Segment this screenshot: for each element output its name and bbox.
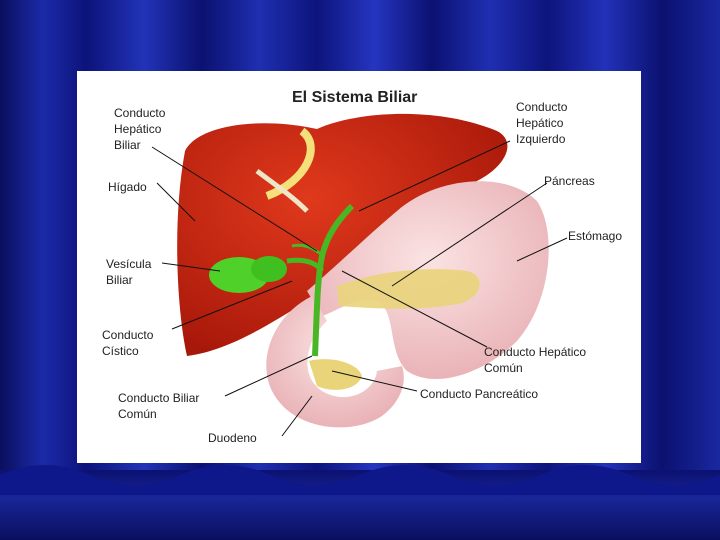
- label-estomago: Estómago: [568, 229, 623, 243]
- biliary-illustration: [151, 113, 568, 437]
- liver-ligament: [255, 168, 309, 213]
- label-conducto-pancreatico: Conducto Pancreático: [420, 387, 539, 401]
- label-pancreas: Páncreas: [544, 174, 595, 188]
- label-vesicula-biliar: Vesícula Biliar: [106, 257, 152, 287]
- label-conducto-hepatico-comun: Conducto Hepático Común: [484, 345, 587, 375]
- label-conducto-cistico: Conducto Cístico: [102, 328, 154, 358]
- pancreas-shape: [337, 269, 480, 309]
- label-conducto-hepatico-biliar: Conducto Hepático Biliar: [114, 106, 166, 152]
- label-conducto-biliar-comun: Conducto Biliar Común: [118, 391, 200, 421]
- label-higado: Hígado: [108, 180, 147, 194]
- diagram-title: El Sistema Biliar: [292, 89, 418, 106]
- label-conducto-hepatico-izquierdo: Conducto Hepático Izquierdo: [516, 100, 568, 146]
- duodenum-shape: [266, 296, 404, 428]
- pancreas-head: [309, 359, 362, 390]
- diagram-panel: El Sistema Biliar Conducto Hepático Bili…: [77, 71, 641, 463]
- leader-lines: [151, 140, 568, 437]
- liver-fissure: [265, 127, 315, 200]
- label-duodeno: Duodeno: [208, 431, 257, 445]
- bile-ducts: [312, 203, 355, 357]
- curtain-wave: [0, 465, 720, 495]
